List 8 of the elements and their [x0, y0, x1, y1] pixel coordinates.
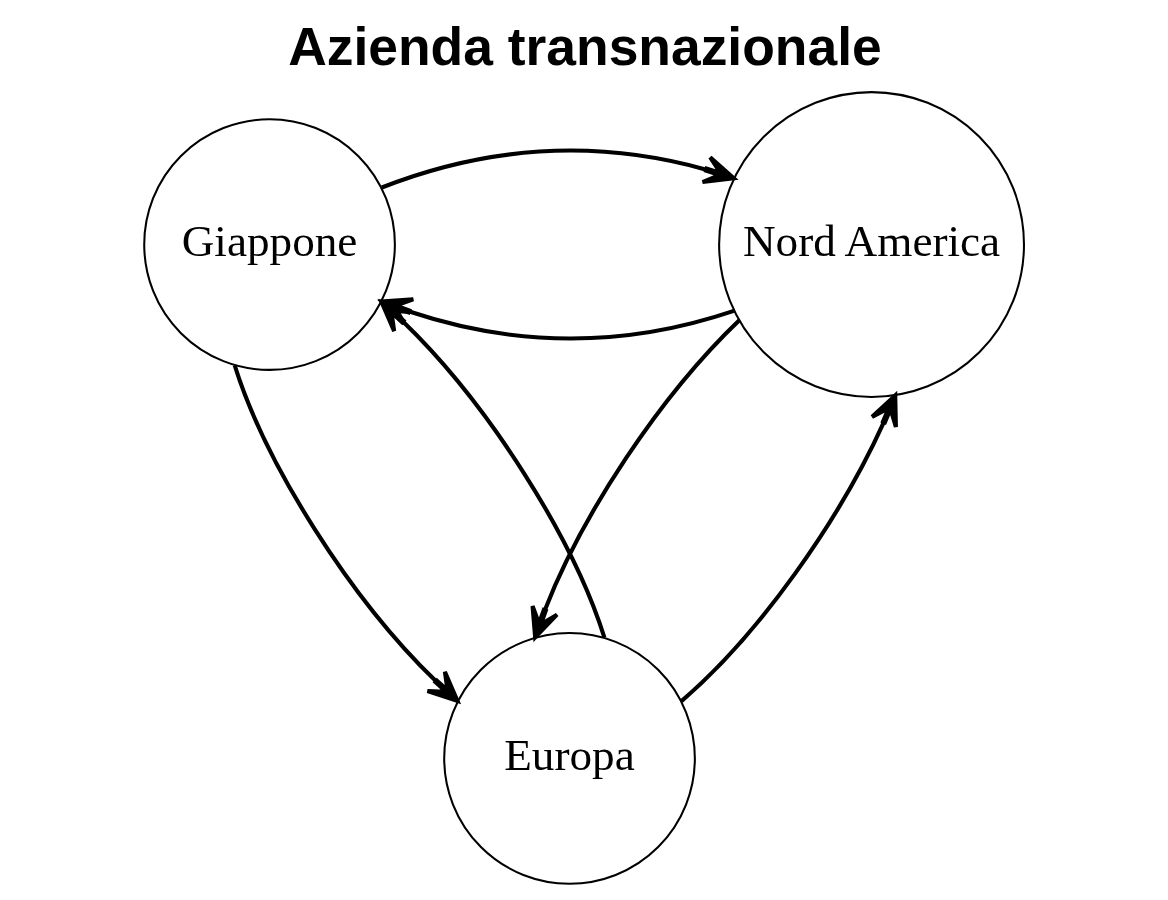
- arrow: [530, 318, 741, 640]
- arrow: [232, 364, 460, 703]
- node-circle: Nord America: [718, 91, 1025, 398]
- arrow: [381, 148, 736, 190]
- node-circle: Giappone: [143, 118, 396, 371]
- arrow: [680, 393, 898, 703]
- node-circle: Europa: [443, 632, 696, 885]
- diagram-title: Azienda transnazionale: [288, 17, 882, 77]
